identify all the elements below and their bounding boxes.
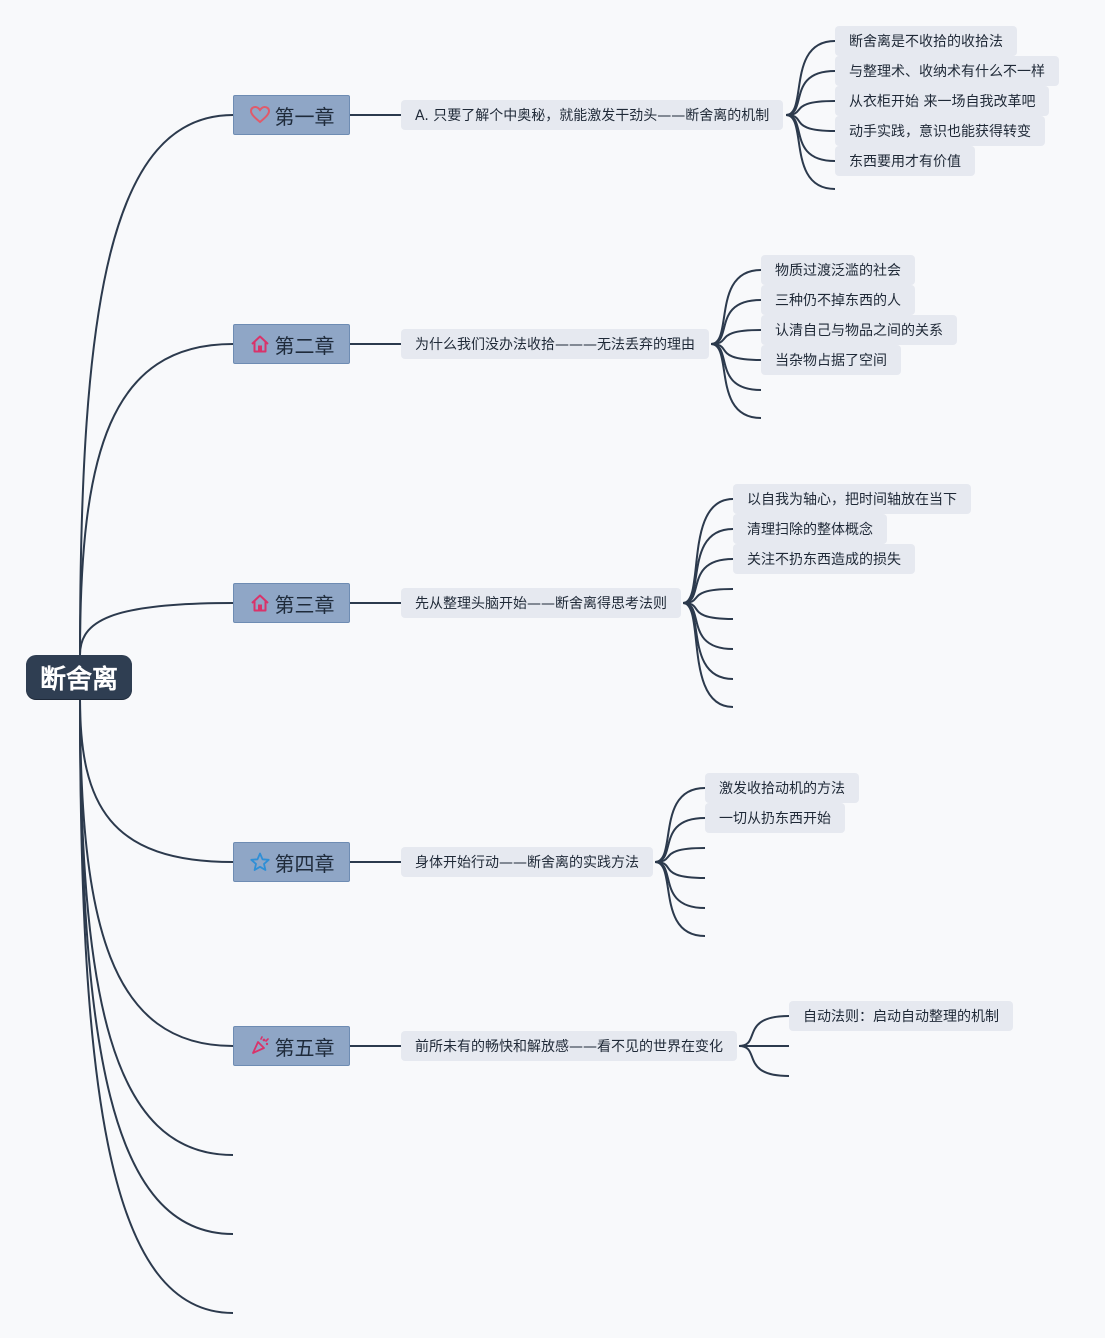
connector-line [710,299,762,345]
chapter-label: 第三章 [274,592,335,617]
leaf-node[interactable]: 激发收拾动机的方法 [705,773,859,803]
leaf-node[interactable]: 动手实践，意识也能获得转变 [835,116,1045,146]
subtopic-node-5[interactable]: 前所未有的畅快和解放感——看不见的世界在变化 [401,1031,737,1061]
chapter-node-3[interactable]: 第三章 [233,583,350,623]
connector-line [682,602,734,708]
house-icon [249,333,271,355]
chapter-label: 第二章 [274,333,335,358]
root-label: 断舍离 [39,664,118,695]
leaf-node[interactable]: 以自我为轴心，把时间轴放在当下 [733,484,971,514]
connector-line [710,269,762,345]
subtopic-node-2[interactable]: 为什么我们没办法收拾———无法丢弃的理由 [401,329,709,359]
leaf-node[interactable]: 从衣柜开始 来一场自我改革吧 [835,86,1050,116]
connector-line [682,528,734,604]
connector-line [79,343,234,656]
leaf-node[interactable]: 清理扫除的整体概念 [733,514,887,544]
connector-line [710,343,762,419]
connector-line [654,861,706,909]
connector-line [79,698,234,1314]
connector-line [79,698,234,1047]
leaf-node[interactable]: 物质过渡泛滥的社会 [761,255,915,285]
leaf-node[interactable]: 三种仍不掉东西的人 [761,285,915,315]
leaf-label: 三种仍不掉东西的人 [775,293,901,309]
chapter-node-5[interactable]: 第五章 [233,1026,350,1066]
subtopic-node-3[interactable]: 先从整理头脑开始——断舍离得思考法则 [401,588,681,618]
connector-line [654,861,706,937]
connector-line [785,70,836,116]
house-icon [249,592,271,614]
subtopic-label: 前所未有的畅快和解放感——看不见的世界在变化 [415,1039,723,1055]
leaf-label: 东西要用才有价值 [849,154,961,170]
subtopic-node-4[interactable]: 身体开始行动——断舍离的实践方法 [401,847,653,877]
connector-line [79,698,234,1156]
connector-line [682,558,734,604]
leaf-label: 以自我为轴心，把时间轴放在当下 [747,492,957,508]
leaf-label: 从衣柜开始 来一场自我改革吧 [849,94,1036,110]
connector-line [79,114,234,656]
leaf-node[interactable]: 自动法则：启动自动整理的机制 [789,1001,1013,1031]
connector-line [79,698,234,863]
chapter-node-4[interactable]: 第四章 [233,842,350,882]
leaf-node[interactable]: 关注不扔东西造成的损失 [733,544,915,574]
leaf-label: 关注不扔东西造成的损失 [747,552,901,568]
chapter-node-1[interactable]: 第一章 [233,95,350,135]
connector-line [654,787,706,863]
leaf-node[interactable]: 东西要用才有价值 [835,146,975,176]
star-icon [249,851,271,873]
subtopic-label: A. 只要了解个中奥秘，就能激发干劲头——断舍离的机制 [415,108,770,124]
connector-line [785,114,836,162]
leaf-label: 动手实践，意识也能获得转变 [849,124,1031,140]
connector-line [682,498,734,604]
connector-line [738,1015,790,1047]
leaf-label: 与整理术、收纳术有什么不一样 [849,64,1045,80]
leaf-label: 激发收拾动机的方法 [719,781,845,797]
chapter-label: 第五章 [274,1035,335,1060]
leaf-label: 物质过渡泛滥的社会 [775,263,901,279]
party-icon [249,1035,271,1057]
subtopic-label: 为什么我们没办法收拾———无法丢弃的理由 [415,337,695,353]
chapter-label: 第一章 [274,104,335,129]
subtopic-node-1[interactable]: A. 只要了解个中奥秘，就能激发干劲头——断舍离的机制 [401,100,784,130]
leaf-node[interactable]: 断舍离是不收拾的收拾法 [835,26,1017,56]
leaf-node[interactable]: 当杂物占据了空间 [761,345,901,375]
leaf-node[interactable]: 认清自己与物品之间的关系 [761,315,957,345]
connector-line [79,602,234,656]
chapter-label: 第四章 [274,851,335,876]
heart-icon [249,104,271,126]
leaf-label: 断舍离是不收拾的收拾法 [849,34,1003,50]
connector-line [785,40,836,116]
connector-line [682,602,734,680]
subtopic-label: 先从整理头脑开始——断舍离得思考法则 [415,596,667,612]
leaf-node[interactable]: 一切从扔东西开始 [705,803,845,833]
leaf-label: 当杂物占据了空间 [775,353,887,369]
leaf-label: 清理扫除的整体概念 [747,522,873,538]
connector-line [785,114,836,190]
root-node[interactable]: 断舍离 [26,655,132,699]
connector-line [710,343,762,391]
chapter-node-2[interactable]: 第二章 [233,324,350,364]
leaf-label: 一切从扔东西开始 [719,811,831,827]
leaf-node[interactable]: 与整理术、收纳术有什么不一样 [835,56,1059,86]
leaf-label: 认清自己与物品之间的关系 [775,323,943,339]
connector-line [654,817,706,863]
connector-line [738,1045,790,1077]
subtopic-label: 身体开始行动——断舍离的实践方法 [415,855,639,871]
leaf-label: 自动法则：启动自动整理的机制 [803,1009,999,1025]
